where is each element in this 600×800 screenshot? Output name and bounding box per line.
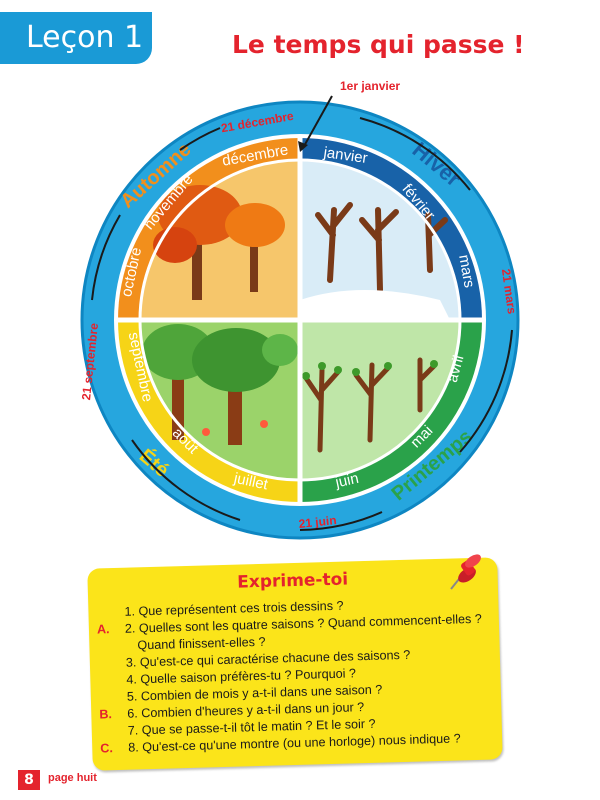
date-21-mars: 21 mars: [499, 268, 519, 315]
spring-buds: [302, 360, 438, 380]
winter-snow: [300, 290, 450, 320]
question-letter: A.: [96, 622, 110, 637]
winter-trees: [315, 202, 448, 293]
autumn-trees: [153, 185, 285, 300]
exprime-title: Exprime-toi: [236, 569, 349, 593]
start-arrow-head: [298, 141, 308, 152]
start-arrow: [302, 95, 333, 149]
page-number: 8: [18, 770, 40, 790]
direction-arrows: [91, 117, 513, 531]
question-letter: B.: [99, 707, 113, 722]
page-title: Le temps qui passe !: [232, 30, 525, 59]
spring-trees: [303, 357, 437, 453]
seasons-wheel: janvier février mars avril mai juin juil…: [79, 79, 520, 540]
month-mars: mars: [455, 253, 478, 289]
scene-border: [138, 158, 462, 482]
outer-ring-edge: [80, 100, 520, 540]
exprime-toi-box: Exprime-toi 1. Que représentent ces troi…: [87, 557, 503, 771]
lesson-tab: Leçon 1: [0, 12, 152, 64]
month-juin: juin: [333, 470, 360, 492]
month-janvier: janvier: [322, 144, 369, 167]
question-letter: C.: [100, 741, 114, 756]
push-pin-icon: [450, 554, 481, 590]
page-label: page huit: [48, 772, 97, 784]
question-list: 1. Que représentent ces trois dessins ? …: [96, 593, 500, 757]
date-21-juin: 21 juin: [298, 513, 337, 531]
start-label: 1er janvier: [340, 79, 400, 93]
month-avril: avril: [444, 353, 468, 384]
